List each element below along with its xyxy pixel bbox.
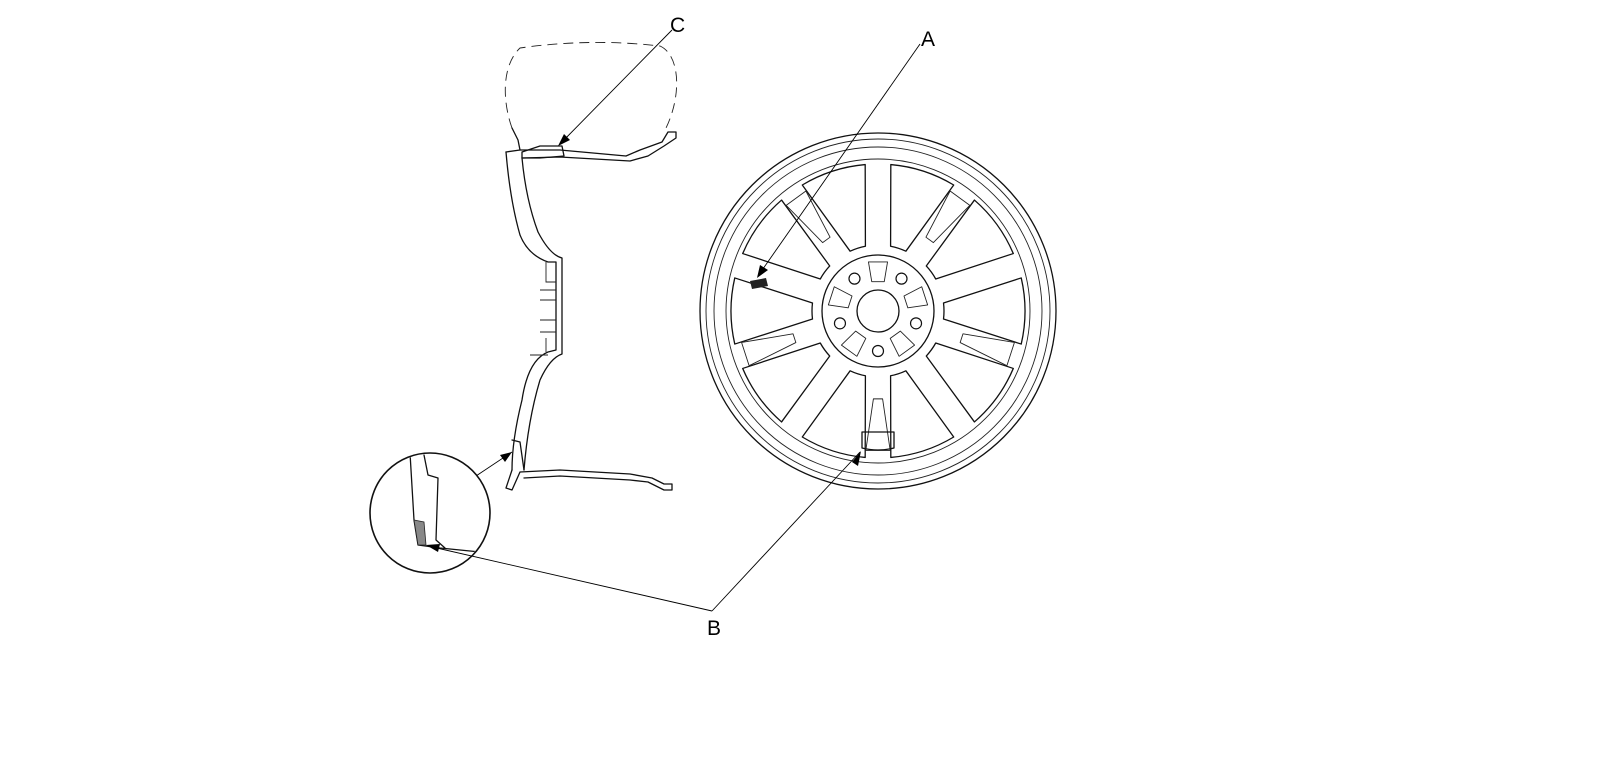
face-inner-ring [725,158,1031,464]
leader-a-arrowhead [757,265,768,278]
rim-inner-ring [713,146,1043,476]
lug-holes [833,272,923,358]
magnify-circle [369,452,491,574]
leader-b-front-arrowhead [852,451,861,466]
leader-a [757,43,921,277]
balance-weight-a [750,278,768,289]
hub-pocket [903,286,929,309]
spoke-pocket [785,190,831,244]
leader-b-to-detail [427,545,713,612]
spoke-window [801,370,867,459]
lug-hole [895,272,908,285]
callout-b: B [707,617,721,640]
spoke-window [925,199,1014,280]
outer-rim-edge [699,132,1057,490]
hub-pocket [840,330,867,357]
magnify-leader-arrowhead [500,452,512,462]
rim-barrel-bottom [505,469,673,491]
wheel-face-outer-edge [505,151,557,471]
spoke-pocket [925,190,971,244]
hub-pockets [827,261,929,357]
spoke-window [889,163,955,252]
lug-hole [848,272,861,285]
spoke-window [742,199,831,280]
hub-pocket [889,330,916,357]
hub-detail-lines [530,262,556,356]
hub-pocket [827,286,853,309]
tire-outline-dashed [504,42,678,129]
magnified-detail [369,452,491,574]
wheel-cross-section [475,42,678,491]
inner-weight-mount [511,439,525,471]
hub-outer-ring [821,254,935,368]
rim-outer-flange-top [505,127,521,153]
spoke-window [730,277,814,345]
lug-hole [909,317,923,330]
hub-pocket [868,261,888,283]
spoke-window [889,370,955,459]
leader-b-detail-arrowhead [426,544,440,552]
center-bore [856,289,900,333]
wheel-front-view [699,132,1057,490]
leader-c [559,29,673,145]
callout-a: A [921,28,935,51]
wheel-face-inner-edge [521,157,563,471]
spoke-window [942,277,1026,345]
spoke-pocket [741,333,797,367]
spoke-pocket [865,398,891,451]
lug-hole [833,317,847,330]
spoke-pocket [959,333,1015,367]
spoke-window [801,163,867,252]
spoke-windows [730,163,1026,459]
rim-barrel-top [519,131,677,162]
weight-location-b [861,431,895,451]
valve-stem [521,145,565,159]
leader-b-to-front-view [711,451,861,612]
spoke-pockets [741,190,1015,451]
callouts: C A B [426,14,935,640]
callout-c: C [670,14,685,37]
spoke-window [742,342,831,423]
leader-c-arrowhead [558,134,570,146]
rim-lip-ring [705,138,1051,484]
lug-hole [871,344,885,358]
spoke-window [925,342,1014,423]
